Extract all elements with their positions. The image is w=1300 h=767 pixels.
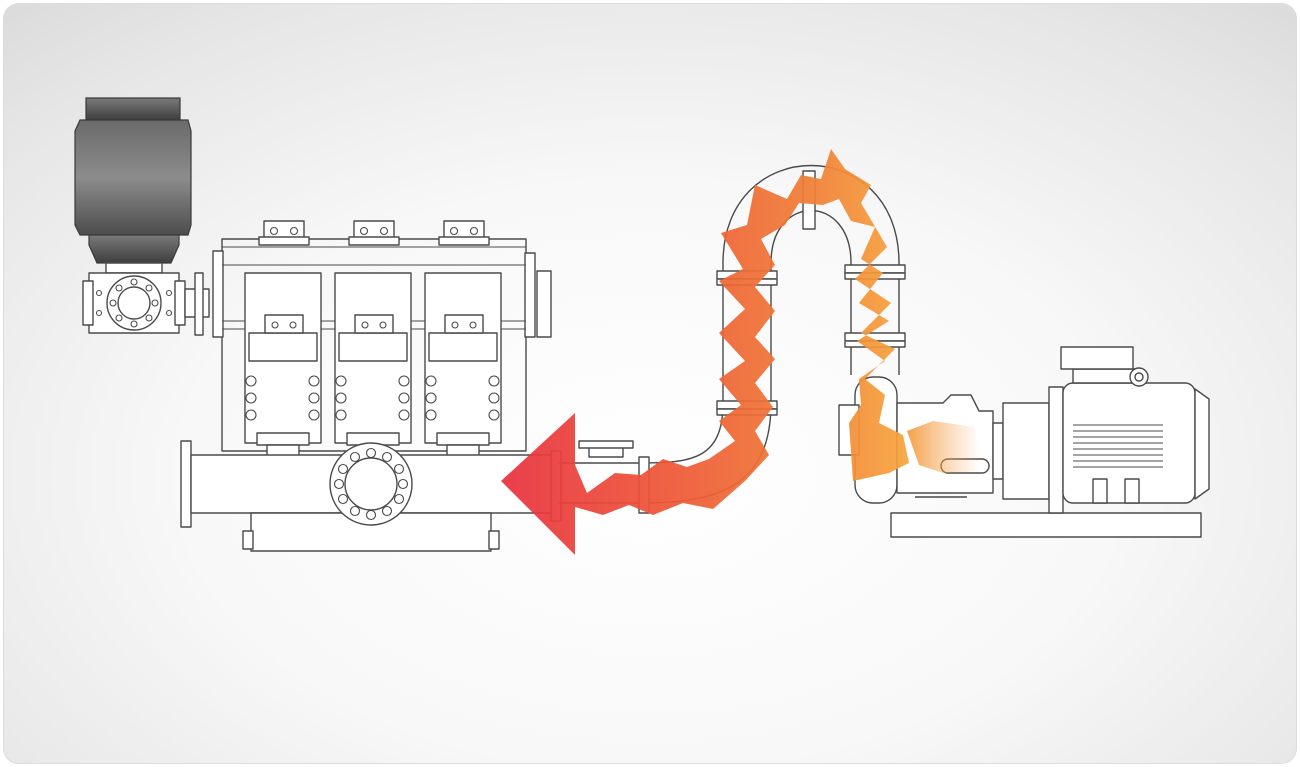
- pulsation-dampener: [74, 97, 210, 336]
- diagram-frame: [3, 3, 1297, 764]
- pump-cylinder-2: [334, 220, 412, 446]
- pump-cylinder-3: [424, 220, 502, 458]
- triplex-pump: [180, 220, 562, 552]
- manifold-flange-bolts: [333, 447, 409, 521]
- pump-cylinder-1: [244, 220, 322, 458]
- flow-arrow: [501, 149, 981, 555]
- pump-system-diagram: [74, 97, 1210, 555]
- motor-cooling-fins: [1073, 424, 1163, 468]
- electric-motor-unit: [838, 346, 1210, 538]
- dampener-flange-bolts: [95, 278, 173, 328]
